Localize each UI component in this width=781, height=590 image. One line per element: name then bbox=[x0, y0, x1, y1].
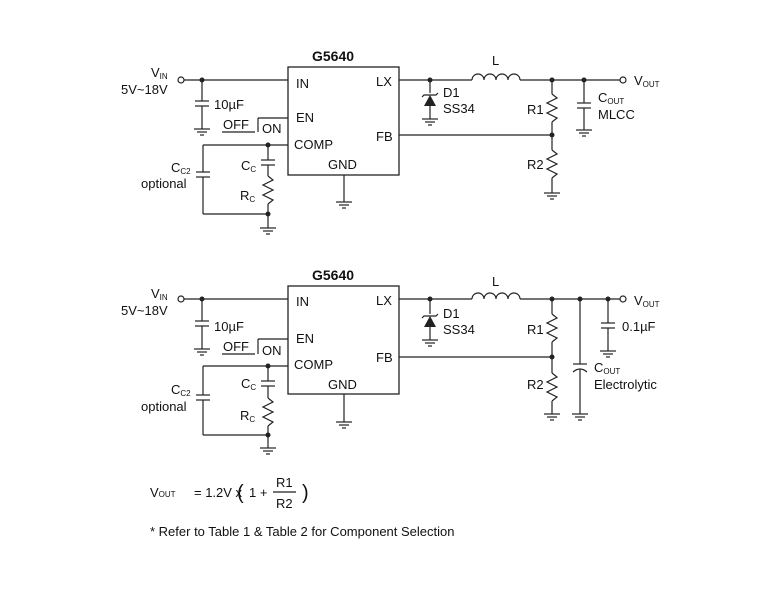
cbypass-label: 0.1µF bbox=[622, 319, 656, 334]
pin-fb: FB bbox=[376, 129, 393, 144]
cout-type: MLCC bbox=[598, 107, 635, 122]
vout-terminal bbox=[619, 295, 627, 303]
cin-label: 10µF bbox=[214, 319, 244, 334]
d1-label: D1 bbox=[443, 306, 460, 321]
pin-lx: LX bbox=[376, 293, 392, 308]
pin-comp: COMP bbox=[294, 137, 333, 152]
switch-on: ON bbox=[262, 121, 282, 136]
vin-range: 5V~18V bbox=[121, 303, 168, 318]
vout-terminal bbox=[619, 76, 627, 84]
cin-label: 10µF bbox=[214, 97, 244, 112]
vin-terminal bbox=[177, 76, 185, 84]
equation-one: 1 + bbox=[249, 485, 267, 500]
equation-lhs: VOUT bbox=[150, 485, 176, 500]
equation-numerator: R1 bbox=[276, 475, 293, 490]
switch-off: OFF bbox=[223, 339, 249, 354]
vout-equation: VOUT = 1.2V x ( 1 + R1 R2 ) bbox=[150, 475, 309, 511]
vin-label: VIN bbox=[151, 286, 168, 302]
rc-label: RC bbox=[240, 408, 255, 424]
cout-label: COUT bbox=[594, 360, 620, 376]
vin-label: VIN bbox=[151, 65, 168, 81]
inductor-label: L bbox=[492, 53, 499, 68]
d1-label: D1 bbox=[443, 85, 460, 100]
footnote: * Refer to Table 1 & Table 2 for Compone… bbox=[150, 524, 454, 539]
vin-terminal bbox=[177, 295, 185, 303]
chip-label: G5640 bbox=[312, 48, 354, 64]
chip-label: G5640 bbox=[312, 267, 354, 283]
pin-en: EN bbox=[296, 110, 314, 125]
cc-label: CC bbox=[241, 376, 256, 392]
r1-label: R1 bbox=[527, 102, 544, 117]
inductor-label: L bbox=[492, 274, 499, 289]
cc2-note: optional bbox=[141, 399, 187, 414]
circuit-2: G5640 IN EN COMP GND LX FB VIN 5V~18V 10… bbox=[121, 267, 660, 455]
vout-label: VOUT bbox=[634, 293, 660, 309]
equation-denominator: R2 bbox=[276, 496, 293, 511]
d1-part: SS34 bbox=[443, 101, 475, 116]
switch-on: ON bbox=[262, 343, 282, 358]
pin-en: EN bbox=[296, 331, 314, 346]
cc-label: CC bbox=[241, 158, 256, 174]
cout-type: Electrolytic bbox=[594, 377, 657, 392]
r2-label: R2 bbox=[527, 377, 544, 392]
pin-comp: COMP bbox=[294, 357, 333, 372]
pin-in: IN bbox=[296, 294, 309, 309]
cc2-label: CC2 bbox=[171, 382, 191, 398]
pin-gnd: GND bbox=[328, 157, 357, 172]
vin-range: 5V~18V bbox=[121, 82, 168, 97]
d1-part: SS34 bbox=[443, 322, 475, 337]
cc2-label: CC2 bbox=[171, 160, 191, 176]
pin-gnd: GND bbox=[328, 377, 357, 392]
r2-label: R2 bbox=[527, 157, 544, 172]
cc2-note: optional bbox=[141, 176, 187, 191]
equation-close-paren: ) bbox=[302, 482, 309, 504]
pin-in: IN bbox=[296, 76, 309, 91]
circuit-1: G5640 IN EN COMP GND LX FB VIN 5V~18V 10… bbox=[121, 48, 660, 235]
cout-label: COUT bbox=[598, 90, 624, 106]
equation-open-paren: ( bbox=[237, 482, 244, 504]
equation-mid: = 1.2V x bbox=[194, 485, 243, 500]
pin-lx: LX bbox=[376, 74, 392, 89]
switch-off: OFF bbox=[223, 117, 249, 132]
ic-body bbox=[287, 66, 400, 176]
vout-label: VOUT bbox=[634, 73, 660, 89]
pin-fb: FB bbox=[376, 350, 393, 365]
r1-label: R1 bbox=[527, 322, 544, 337]
rc-label: RC bbox=[240, 188, 255, 204]
